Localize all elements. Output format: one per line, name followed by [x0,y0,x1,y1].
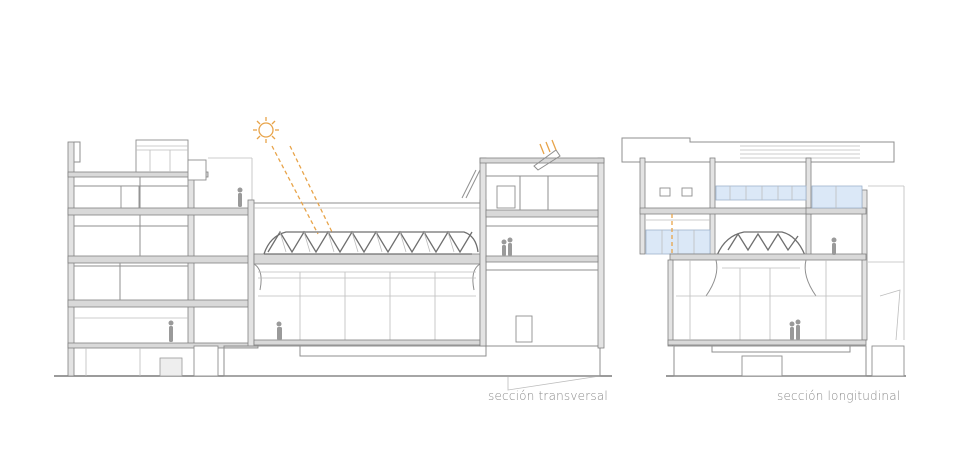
person-figure-icon [168,187,513,342]
longitudinal-section [621,137,906,377]
solar-panel-icon [533,139,561,171]
cross-section [54,117,612,391]
caption-cross-section: sección transversal [488,389,608,403]
person-figure-icon [789,237,837,340]
caption-longitudinal-section: sección longitudinal [777,389,901,403]
sun-icon [253,117,279,143]
